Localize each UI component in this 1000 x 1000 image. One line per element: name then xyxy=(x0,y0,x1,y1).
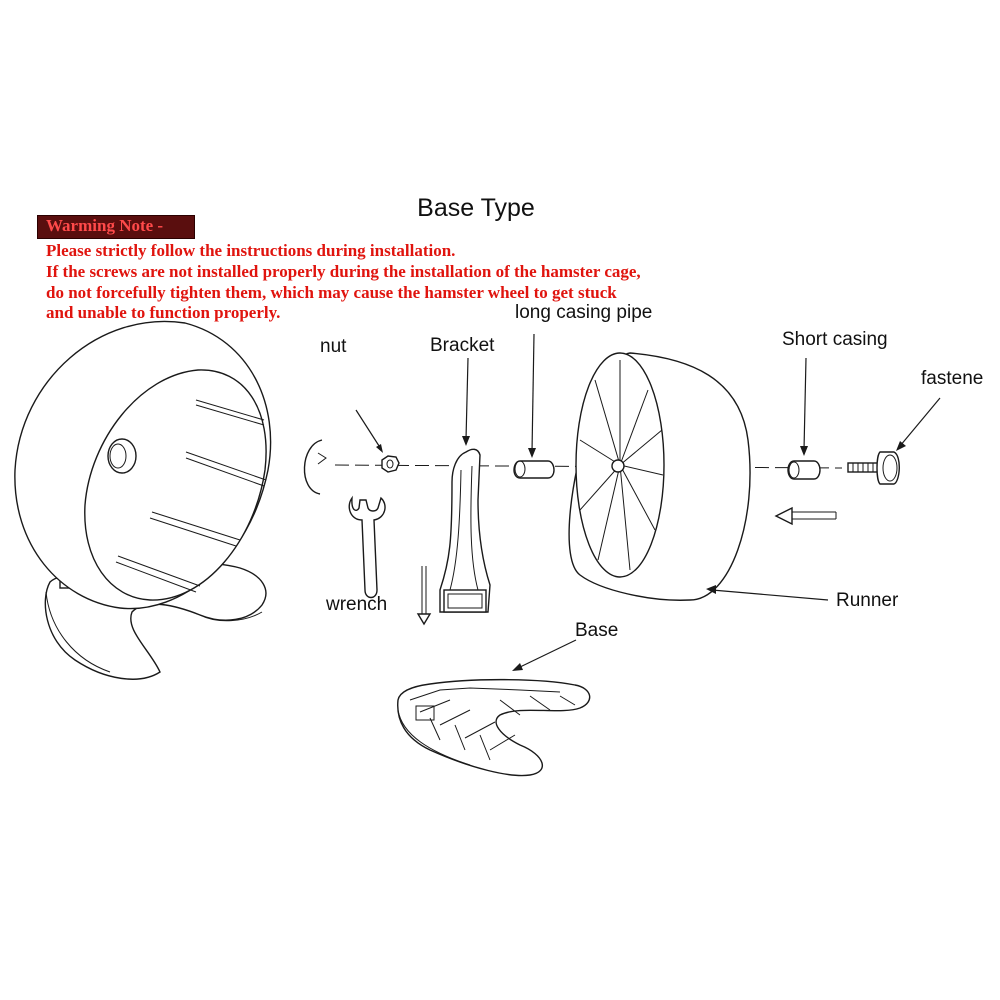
base-part: Base xyxy=(397,620,618,777)
short-casing-part: Short casing xyxy=(782,329,888,480)
label-wrench: wrench xyxy=(325,594,387,615)
bracket-part: Bracket xyxy=(430,335,495,613)
runner-wheel: Runner xyxy=(568,352,899,611)
label-short-casing: Short casing xyxy=(782,329,888,350)
warning-line-3: do not forcefully tighten them, which ma… xyxy=(46,283,617,302)
diagram-title: Base Type xyxy=(417,194,535,222)
label-fastener: fastene xyxy=(921,368,983,389)
warning-heading: Warming Note - xyxy=(46,216,164,235)
c-clip xyxy=(303,439,323,495)
label-nut: nut xyxy=(320,336,347,357)
fastener-part: fastene xyxy=(847,368,983,485)
label-base: Base xyxy=(575,620,618,641)
warning-line-2: If the screws are not installed properly… xyxy=(46,262,641,281)
label-runner: Runner xyxy=(836,590,899,611)
assembled-wheel xyxy=(14,320,272,680)
warning-line-1: Please strictly follow the instructions … xyxy=(46,241,456,260)
label-bracket: Bracket xyxy=(430,335,495,356)
left-arrow-icon xyxy=(774,506,837,526)
label-long-casing-pipe: long casing pipe xyxy=(515,302,652,323)
long-casing-pipe-part: long casing pipe xyxy=(513,302,652,479)
wrench-part: wrench xyxy=(325,495,387,615)
c-clip-arrow-icon xyxy=(317,452,327,465)
nut-part: nut xyxy=(320,336,400,473)
down-arrow-icon xyxy=(416,566,432,626)
warning-line-4: and unable to function properly. xyxy=(46,303,281,322)
warning-badge xyxy=(37,215,195,239)
